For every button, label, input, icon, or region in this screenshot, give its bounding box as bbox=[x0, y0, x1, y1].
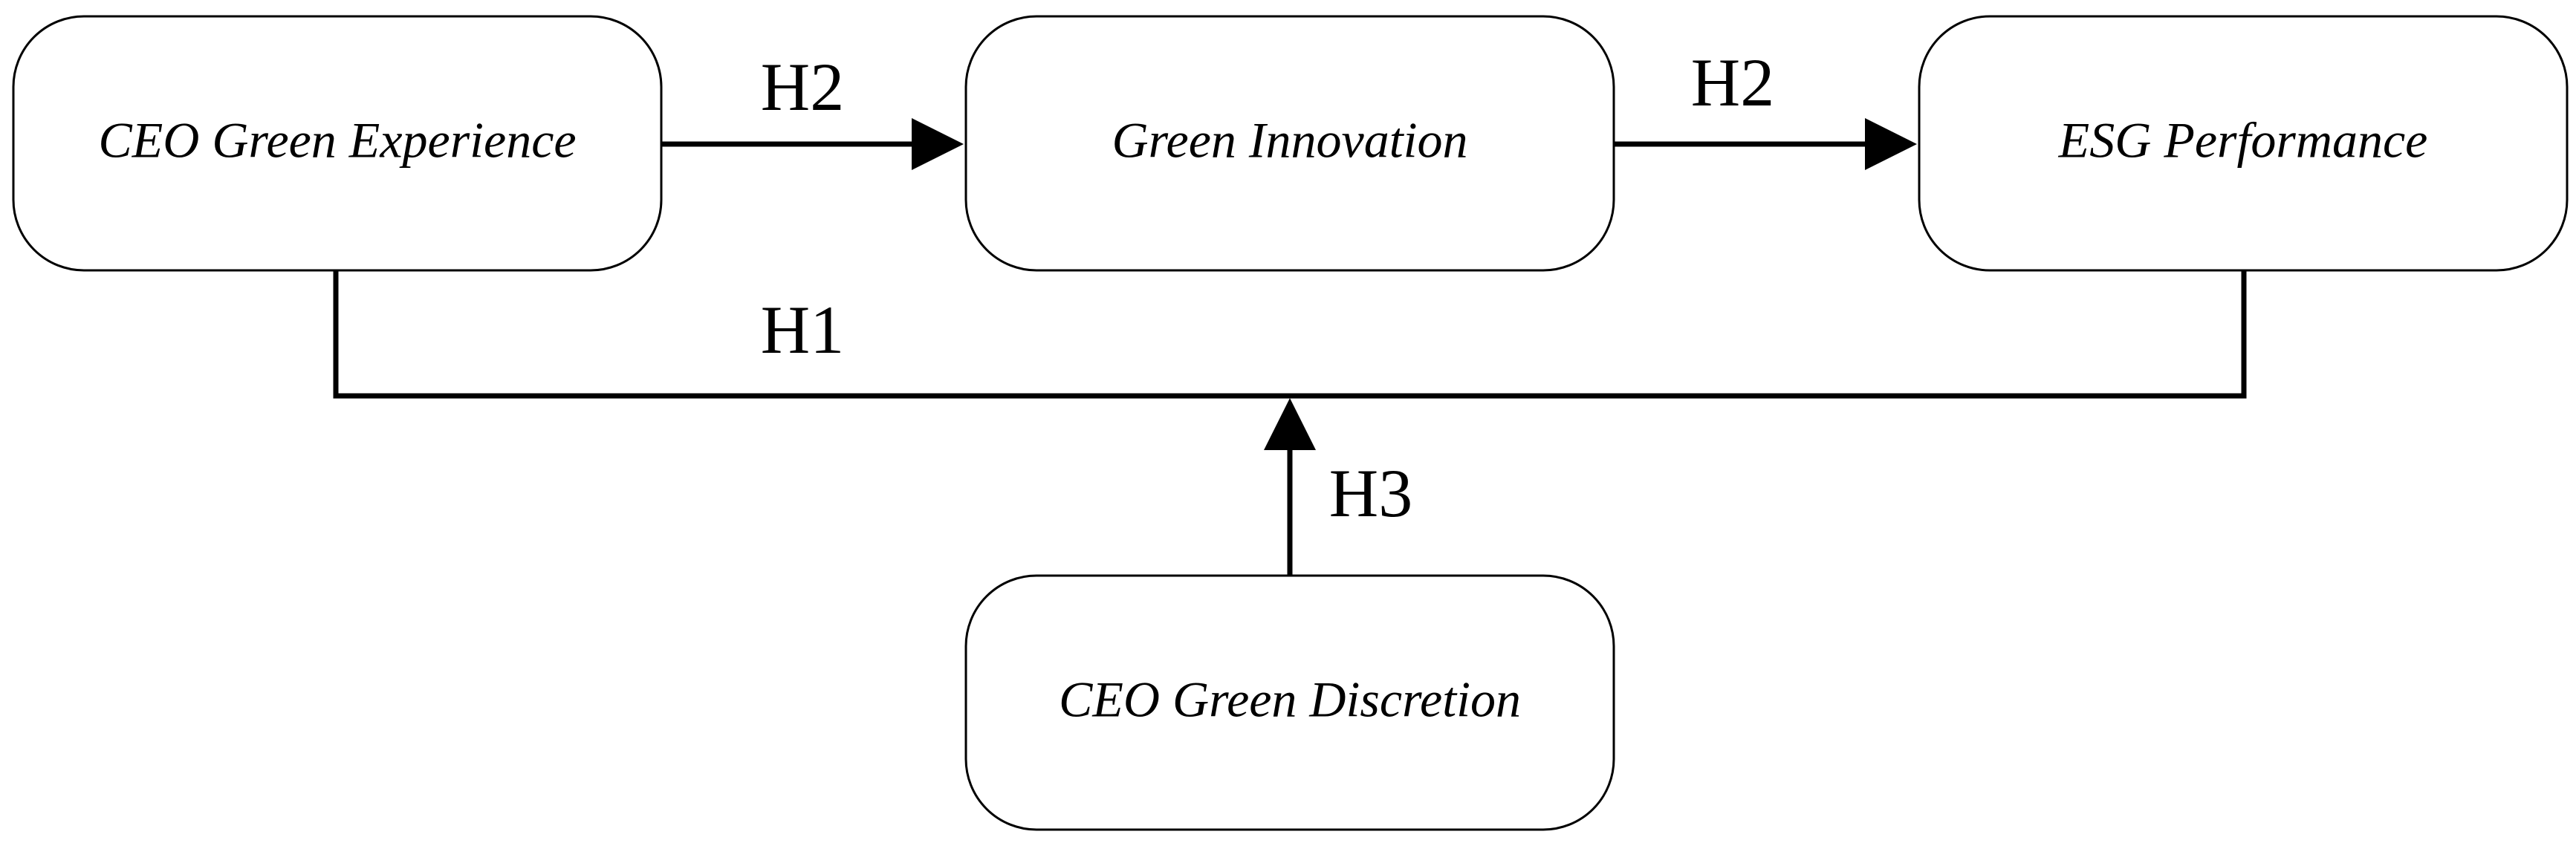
hypothesis-label-h2-second: H2 bbox=[1691, 45, 1774, 120]
node-label-green-innovation: Green Innovation bbox=[1112, 112, 1467, 169]
node-label-esg-performance: ESG Performance bbox=[2058, 112, 2428, 169]
connector-h1-direct-path bbox=[333, 270, 2247, 399]
node-ceo-green-discretion: CEO Green Discretion bbox=[964, 574, 1615, 831]
hypothesis-label-h1: H1 bbox=[761, 292, 844, 368]
hypothesis-label-h3: H3 bbox=[1329, 455, 1412, 531]
hypothesis-label-h2-first: H2 bbox=[761, 49, 844, 125]
node-label-ceo-green-discretion: CEO Green Discretion bbox=[1059, 671, 1521, 728]
node-label-ceo-green-experience: CEO Green Experience bbox=[98, 112, 576, 169]
node-green-innovation: Green Innovation bbox=[964, 15, 1615, 272]
node-ceo-green-experience: CEO Green Experience bbox=[12, 15, 663, 272]
node-esg-performance: ESG Performance bbox=[1918, 15, 2569, 272]
